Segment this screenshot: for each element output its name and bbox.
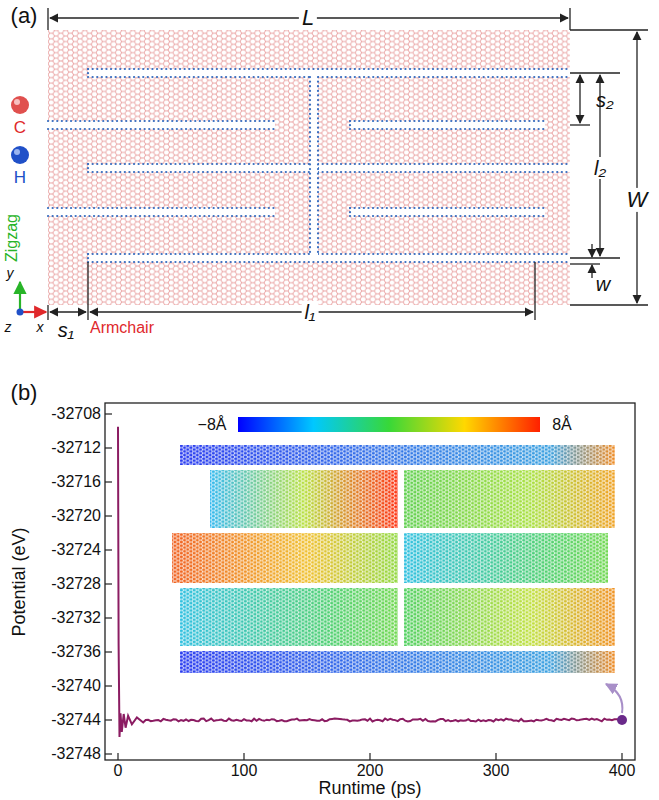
tick-label: -32736 [51, 643, 101, 661]
atom-label: H [14, 169, 26, 188]
colorbar-label: −8Å [198, 416, 227, 434]
dimension-label: l₂ [591, 157, 609, 179]
dimension-label: L [299, 6, 317, 30]
x-axis-arrow [20, 311, 46, 313]
tick-label: 300 [483, 762, 510, 780]
tick-label: -32716 [51, 473, 101, 491]
axis-title: Runtime (ps) [318, 779, 421, 799]
axis-title: Potential (eV) [10, 527, 30, 636]
dimension-label: W [624, 188, 651, 212]
tick-label: 0 [114, 762, 123, 780]
axis-label: x [37, 320, 44, 335]
axis-ticks [105, 414, 622, 760]
plot-frame [105, 403, 635, 760]
z-axis-dot [17, 309, 24, 316]
tick-label: -32728 [51, 575, 101, 593]
y-axis-arrow [19, 282, 21, 312]
relaxed-structure [172, 445, 615, 673]
colorbar [238, 417, 540, 432]
tick-label: 100 [231, 762, 258, 780]
atom-label: C [14, 119, 26, 138]
dimension-label: l₁ [302, 301, 319, 323]
kirigami-cuts [48, 69, 570, 262]
dimension-label: s₂ [596, 89, 614, 111]
tick-label: -32712 [51, 439, 101, 457]
axis-label: z [5, 320, 12, 335]
tick-label: -32744 [51, 711, 101, 729]
tick-label: 400 [609, 762, 636, 780]
potential-curve [118, 427, 622, 737]
colorbar-label: 8Å [552, 416, 572, 434]
dimension-label: s₁ [58, 319, 74, 341]
direction-label: Zigzag [3, 214, 21, 262]
pointer-arrow [606, 684, 622, 713]
tick-label: -32708 [51, 405, 101, 423]
tick-label: -32748 [51, 745, 101, 763]
tick-label: 200 [357, 762, 384, 780]
hydrogen-atom [11, 146, 29, 164]
dimension-label: w [596, 273, 610, 295]
atom-highlight [14, 149, 20, 155]
atom-highlight [14, 99, 20, 105]
direction-label: Armchair [90, 319, 154, 337]
carbon-atom [11, 96, 29, 114]
tick-label: -32732 [51, 609, 101, 627]
end-marker [617, 715, 627, 725]
axis-label: y [7, 266, 14, 281]
dimension-lines [48, 8, 648, 320]
panel-label: (b) [11, 381, 38, 405]
tick-label: -32740 [51, 677, 101, 695]
tick-label: -32720 [51, 507, 101, 525]
panel-label: (a) [11, 4, 38, 28]
graphene-sheet [48, 30, 570, 305]
tick-label: -32724 [51, 541, 101, 559]
